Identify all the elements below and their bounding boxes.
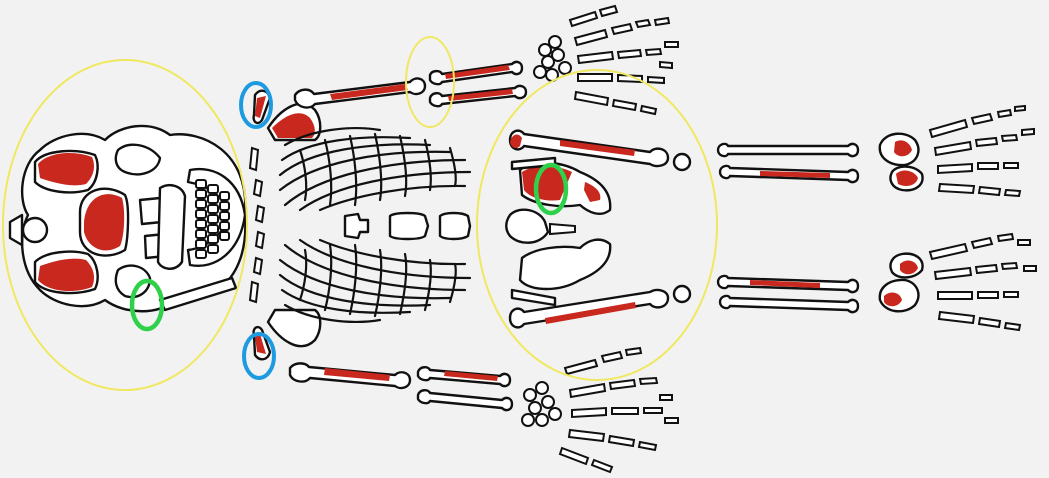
sternal-segment — [250, 148, 258, 170]
vertebra — [390, 213, 428, 239]
skull — [10, 126, 245, 311]
coccyx — [550, 224, 575, 234]
sternal-segment — [254, 180, 262, 196]
patella-bottom — [674, 286, 690, 302]
occipital-bone — [23, 218, 47, 242]
sternal-segment — [256, 232, 264, 248]
sternal-segment — [256, 206, 264, 222]
vertebra — [440, 213, 470, 239]
sternal-segment — [250, 282, 258, 302]
temporal-bone — [158, 185, 185, 269]
tibia-top — [718, 144, 858, 156]
sternal-segment — [254, 258, 262, 274]
patella-top — [674, 154, 690, 170]
